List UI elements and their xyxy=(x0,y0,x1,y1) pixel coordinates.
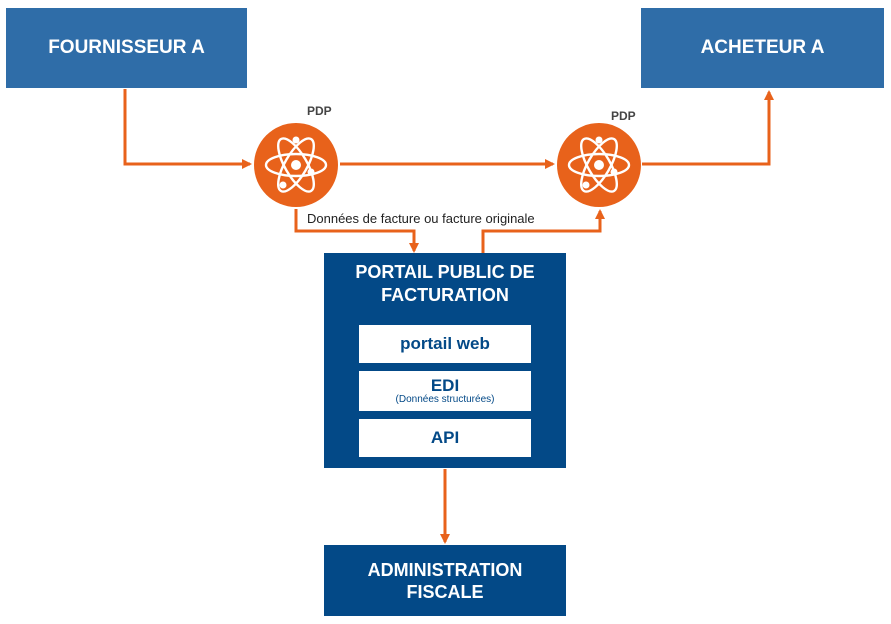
fournisseur-label: FOURNISSEUR A xyxy=(48,37,205,58)
flow-label: Données de facture ou facture originale xyxy=(307,211,535,226)
fournisseur-box: FOURNISSEUR A xyxy=(6,8,247,88)
portail-title-line2: FACTURATION xyxy=(381,285,509,305)
edi-sublabel: (Données structurées) xyxy=(395,393,495,405)
portail-web-box: portail web xyxy=(359,325,531,363)
administration-line1: ADMINISTRATION xyxy=(367,559,523,580)
atom-icon xyxy=(557,123,641,207)
arrow-pdp-to-portail xyxy=(294,209,419,253)
edi-label: EDI xyxy=(430,375,460,395)
portail-title: PORTAIL PUBLIC DE FACTURATION xyxy=(324,261,566,307)
acheteur-box: ACHETEUR A xyxy=(641,8,884,88)
administration-box: ADMINISTRATION FISCALE xyxy=(324,545,566,616)
arrow-fournisseur-to-pdp xyxy=(123,89,252,169)
arrow-portail-to-pdp xyxy=(481,209,605,253)
edi-box: EDI (Données structurées) xyxy=(359,371,531,411)
portail-box: PORTAIL PUBLIC DE FACTURATION portail we… xyxy=(324,253,566,468)
atom-icon xyxy=(254,123,338,207)
arrow-pdp-to-acheteur xyxy=(642,90,774,166)
pdp-right-label: PDP xyxy=(611,109,636,123)
administration-line2: FISCALE xyxy=(406,581,484,602)
api-box: API xyxy=(359,419,531,457)
portail-web-label: portail web xyxy=(400,334,490,353)
api-label: API xyxy=(430,428,460,447)
pdp-left-label: PDP xyxy=(307,104,332,118)
portail-title-line1: PORTAIL PUBLIC DE xyxy=(355,262,535,282)
acheteur-label: ACHETEUR A xyxy=(700,37,825,58)
